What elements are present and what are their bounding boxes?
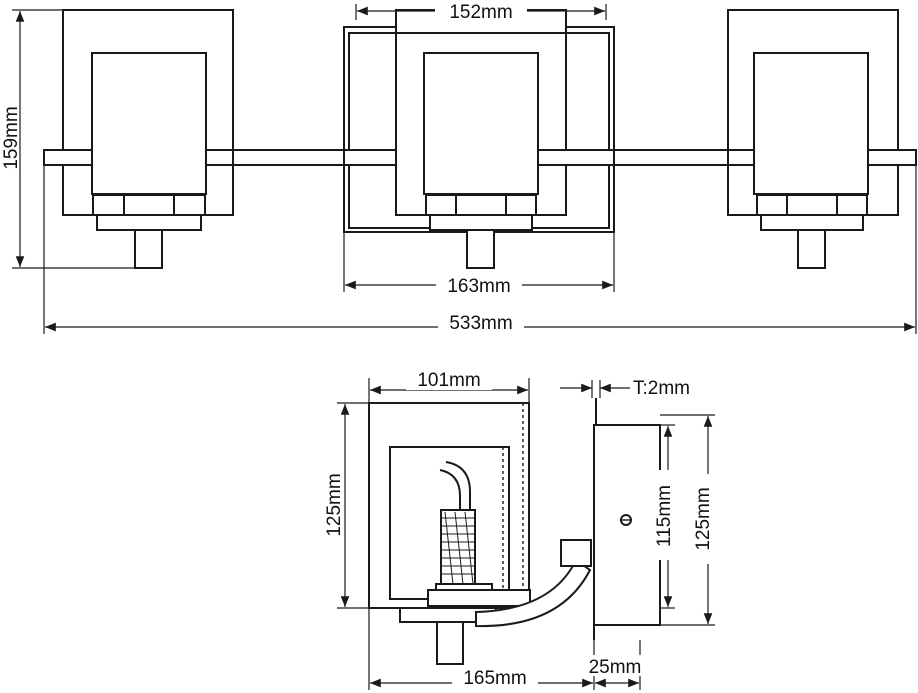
side-backplate (593, 398, 661, 640)
side-arm (475, 539, 592, 628)
dim-glass-thickness: T:2mm (560, 378, 690, 399)
label-101mm: 101mm (417, 370, 480, 391)
side-holder (399, 589, 531, 665)
dim-overall-width: 533mm (43, 165, 917, 334)
dim-shade-height: 125mm (324, 402, 369, 609)
socket-threads (441, 511, 475, 585)
label-125mm-right: 125mm (693, 487, 714, 550)
dim-inner-height: 115mm (653, 424, 677, 609)
right-fixture (727, 9, 917, 269)
side-view: 101mm T:2mm 125mm 115mm (324, 369, 717, 690)
dim-shade-depth: 101mm (368, 369, 530, 403)
dim-overall-height: 159mm (1, 9, 136, 269)
label-533mm: 533mm (449, 313, 512, 334)
dim-plate-depth: 25mm (583, 640, 647, 690)
center-fixture (343, 9, 615, 269)
label-t2mm: T:2mm (633, 378, 690, 399)
label-159mm: 159mm (1, 106, 22, 169)
label-25mm: 25mm (589, 657, 642, 678)
dim-shade-top: 152mm (355, 1, 607, 23)
label-115mm: 115mm (654, 485, 675, 547)
label-152mm: 152mm (449, 2, 512, 23)
left-fixture (43, 9, 234, 269)
label-125mm-left: 125mm (324, 473, 345, 536)
label-165mm: 165mm (463, 668, 526, 689)
dim-backplate-height: 125mm (660, 414, 717, 626)
label-163mm: 163mm (447, 276, 510, 297)
front-view: 152mm 159mm 163mm 533mm (1, 1, 917, 334)
dim-backplate-width: 163mm (343, 232, 615, 297)
